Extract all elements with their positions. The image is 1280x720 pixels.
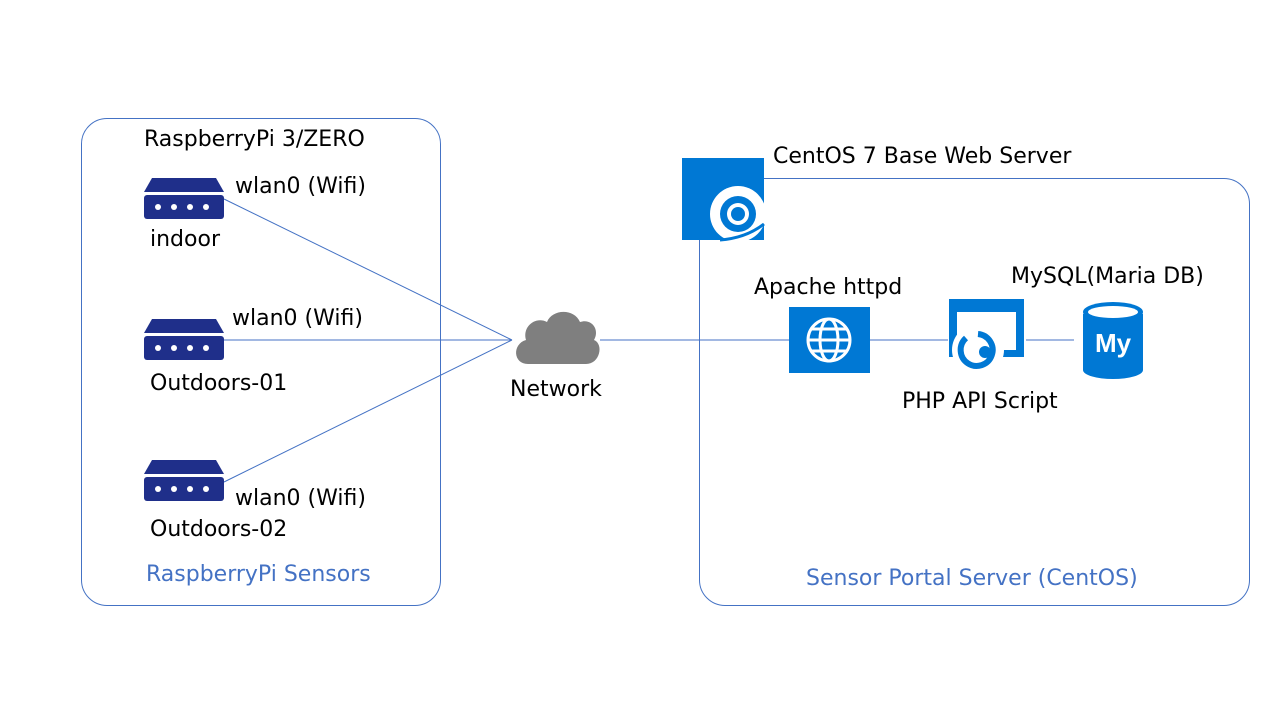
- network-label: Network: [510, 377, 602, 402]
- mysql-icon-text: My: [1095, 328, 1132, 358]
- router-icon: [144, 319, 224, 360]
- connector-indoor-network: [223, 198, 513, 341]
- device-interface-outdoors-02: wlan0 (Wifi): [235, 486, 366, 511]
- sensor-portal-server-group: [699, 178, 1250, 606]
- right-group-title: CentOS 7 Base Web Server: [773, 144, 1072, 169]
- device-name-indoor: indoor: [150, 227, 220, 252]
- raspberrypi-sensors-group: [81, 118, 441, 606]
- right-group-caption: Sensor Portal Server (CentOS): [806, 566, 1138, 591]
- php-label: PHP API Script: [902, 389, 1058, 414]
- device-name-outdoors-02: Outdoors-02: [150, 517, 288, 542]
- mysql-label: MySQL(Maria DB): [1011, 264, 1204, 289]
- left-group-title: RaspberryPi 3/ZERO: [144, 127, 365, 152]
- connector-outdoors02-network: [223, 339, 513, 483]
- device-interface-indoor: wlan0 (Wifi): [235, 174, 366, 199]
- device-interface-outdoors-01: wlan0 (Wifi): [232, 306, 363, 331]
- server-disk-icon: [682, 158, 766, 242]
- apache-label: Apache httpd: [754, 275, 903, 300]
- api-app-icon: [949, 299, 1024, 376]
- mysql-database-icon: My: [1083, 302, 1143, 379]
- left-group-caption: RaspberryPi Sensors: [146, 562, 371, 587]
- cloud-icon: [516, 311, 600, 364]
- router-icon: [144, 460, 224, 501]
- device-name-outdoors-01: Outdoors-01: [150, 371, 288, 396]
- router-icon: [144, 178, 224, 219]
- globe-icon: [789, 307, 870, 373]
